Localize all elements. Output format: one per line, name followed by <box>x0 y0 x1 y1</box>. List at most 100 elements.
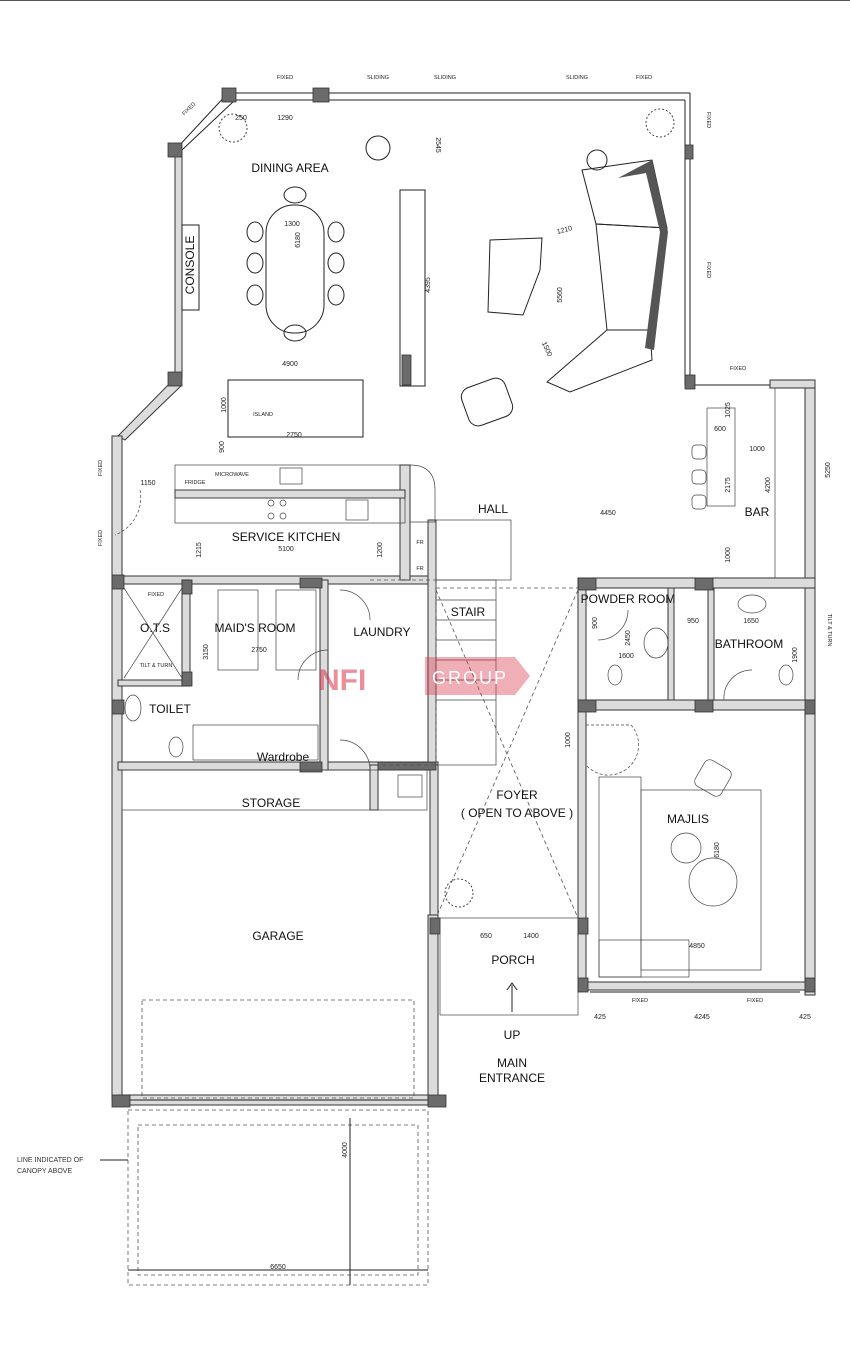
svg-text:FIXED: FIXED <box>98 530 104 546</box>
fixture-labels: FRIDGE MICROWAVE ISLAND FR FR <box>185 412 424 572</box>
label-storage: STORAGE <box>242 796 300 810</box>
svg-text:1300: 1300 <box>284 221 300 228</box>
svg-text:5560: 5560 <box>557 287 564 303</box>
foyer-open-to-above <box>435 589 579 919</box>
plants <box>218 108 675 908</box>
label-wardrobe: Wardrobe <box>257 750 310 764</box>
svg-text:2545: 2545 <box>434 137 441 153</box>
svg-text:4850: 4850 <box>689 943 705 950</box>
kitchen-counters <box>174 464 436 524</box>
svg-text:6650: 6650 <box>270 1264 286 1271</box>
svg-text:FIXED: FIXED <box>632 998 648 1004</box>
svg-text:900: 900 <box>592 617 599 629</box>
svg-text:SLIDING: SLIDING <box>566 75 588 81</box>
console-table <box>181 224 200 311</box>
svg-text:FIXED: FIXED <box>705 112 711 128</box>
label-console: CONSOLE <box>183 236 197 295</box>
stair <box>370 519 578 766</box>
svg-text:SLIDING: SLIDING <box>367 75 389 81</box>
svg-text:1600: 1600 <box>618 653 634 660</box>
svg-text:CANOPY ABOVE: CANOPY ABOVE <box>17 1168 72 1175</box>
label-toilet: TOILET <box>149 702 191 716</box>
porch <box>439 917 579 1016</box>
label-stair: STAIR <box>451 605 486 619</box>
svg-text:5100: 5100 <box>278 546 294 553</box>
dining-table <box>246 186 345 342</box>
svg-text:1290: 1290 <box>277 115 293 122</box>
bathroom-fixtures <box>585 594 794 776</box>
canopy-note: LINE INDICATED OF CANOPY ABOVE <box>17 1157 83 1175</box>
top-border-line <box>0 0 850 1</box>
svg-text:1200: 1200 <box>377 542 384 558</box>
svg-text:FRIDGE: FRIDGE <box>185 480 206 486</box>
svg-text:FIXED: FIXED <box>148 592 164 598</box>
svg-text:425: 425 <box>594 1014 606 1021</box>
svg-text:FIXED: FIXED <box>747 998 763 1004</box>
svg-text:1000: 1000 <box>221 397 228 413</box>
svg-text:1650: 1650 <box>743 618 759 625</box>
svg-text:425: 425 <box>799 1014 811 1021</box>
label-bar: BAR <box>745 505 770 519</box>
label-bathroom: BATHROOM <box>715 637 783 651</box>
exterior-walls <box>111 92 816 1106</box>
svg-text:4395: 4395 <box>425 277 432 293</box>
svg-text:1025: 1025 <box>725 402 732 418</box>
svg-text:NFI: NFI <box>318 664 366 697</box>
svg-text:1215: 1215 <box>196 542 203 558</box>
svg-text:6180: 6180 <box>295 232 302 248</box>
structural-columns <box>111 87 816 1108</box>
label-ots: O.T.S <box>140 621 170 635</box>
svg-text:FIXED: FIXED <box>181 101 197 117</box>
label-foyer: FOYER <box>496 788 538 802</box>
window-labels: FIXED SLIDING SLIDING SLIDING FIXED FIXE… <box>98 75 832 1004</box>
label-foyer-note: ( OPEN TO ABOVE ) <box>461 806 573 820</box>
svg-text:900: 900 <box>219 441 226 453</box>
label-entrance: ENTRANCE <box>479 1071 545 1085</box>
svg-text:4245: 4245 <box>694 1014 710 1021</box>
svg-text:FIXED: FIXED <box>705 262 711 278</box>
svg-text:FIXED: FIXED <box>277 75 293 81</box>
sideboard <box>399 189 426 387</box>
label-hall: HALL <box>478 502 508 516</box>
svg-text:950: 950 <box>687 618 699 625</box>
svg-text:SLIDING: SLIDING <box>434 75 456 81</box>
svg-text:ISLAND: ISLAND <box>253 412 273 418</box>
svg-text:FIXED: FIXED <box>98 460 104 476</box>
svg-text:TILT & TURN: TILT & TURN <box>140 663 173 669</box>
label-garage: GARAGE <box>252 929 303 943</box>
svg-text:1400: 1400 <box>523 933 539 940</box>
svg-text:LINE INDICATED OF: LINE INDICATED OF <box>17 1157 83 1164</box>
svg-text:5250: 5250 <box>825 462 832 478</box>
bar-counter <box>691 388 776 578</box>
label-main: MAIN <box>497 1056 527 1070</box>
kitchen-island <box>227 379 364 438</box>
svg-text:4200: 4200 <box>765 477 772 493</box>
svg-text:600: 600 <box>714 426 726 433</box>
svg-text:1500: 1500 <box>540 341 553 358</box>
svg-text:GROUP: GROUP <box>432 668 508 688</box>
svg-text:FR: FR <box>416 566 423 572</box>
svg-text:1900: 1900 <box>792 647 799 663</box>
svg-text:6180: 6180 <box>714 842 721 858</box>
svg-text:2175: 2175 <box>725 477 732 493</box>
label-porch: PORCH <box>491 953 534 967</box>
label-dining-area: DINING AREA <box>251 161 328 175</box>
sofa-set <box>460 149 668 427</box>
svg-text:1150: 1150 <box>140 480 155 487</box>
svg-text:650: 650 <box>480 933 492 940</box>
dimension-labels: 250 1290 2545 1300 6180 4395 4900 1000 2… <box>140 115 832 1271</box>
label-powder-room: POWDER ROOM <box>581 592 676 606</box>
svg-text:1000: 1000 <box>749 446 765 453</box>
storage-garage <box>121 769 428 1099</box>
svg-text:1210: 1210 <box>556 225 573 236</box>
svg-text:2450: 2450 <box>625 630 632 646</box>
label-majlis: MAJLIS <box>667 812 709 826</box>
svg-text:2750: 2750 <box>251 647 267 654</box>
service-rooms-fixtures <box>114 489 423 798</box>
svg-text:1000: 1000 <box>725 547 732 563</box>
svg-text:FR: FR <box>416 540 423 546</box>
svg-text:4900: 4900 <box>282 361 298 368</box>
svg-text:4000: 4000 <box>342 1142 349 1158</box>
canopy-above <box>100 1109 429 1286</box>
